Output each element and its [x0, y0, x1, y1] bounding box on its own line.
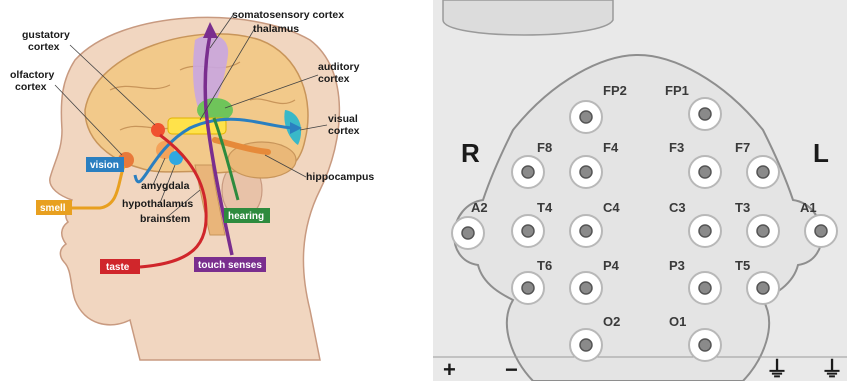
label-hypothalamus: hypothalamus: [122, 198, 193, 210]
electrode-label-t4: T4: [537, 200, 553, 215]
label-gustatory-line2: cortex: [28, 41, 60, 53]
top-notch: [443, 0, 613, 35]
electrode-label-f7: F7: [735, 140, 750, 155]
electrode-label-c4: C4: [603, 200, 620, 215]
touch-senses-tag: touch senses: [198, 260, 262, 271]
electrode-label-f3: F3: [669, 140, 684, 155]
plus-terminal: +: [443, 357, 456, 381]
label-hippocampus: hippocampus: [306, 171, 374, 183]
label-gustatory-line1: gustatory: [22, 29, 70, 41]
side-label-right: R: [461, 138, 480, 168]
brain-illustration: somatosensory cortex thalamus gustatory …: [0, 0, 420, 381]
electrode-label-o2: O2: [603, 314, 620, 329]
electrode-label-fp1: FP1: [665, 83, 689, 98]
label-brainstem: brainstem: [140, 213, 190, 225]
electrode-label-f4: F4: [603, 140, 619, 155]
label-visual-line1: visual: [328, 113, 358, 125]
label-olfactory-line1: olfactory: [10, 69, 55, 81]
smell-tag: smell: [40, 203, 66, 214]
label-auditory-line2: cortex: [318, 73, 350, 85]
ground-terminal-2: ⏚: [821, 357, 843, 381]
label-thalamus: thalamus: [253, 23, 299, 35]
vision-tag: vision: [90, 160, 119, 171]
electrode-label-t5: T5: [735, 258, 750, 273]
electrode-label-fp2: FP2: [603, 83, 627, 98]
electrode-label-f8: F8: [537, 140, 552, 155]
label-amygdala: amygdala: [141, 180, 190, 192]
electrode-label-t3: T3: [735, 200, 750, 215]
electrode-label-a2: A2: [471, 200, 488, 215]
eeg-electrode-panel: R L FP2 FP1 F8 F4 F3 F7 A2: [433, 0, 847, 381]
electrode-label-p4: P4: [603, 258, 620, 273]
label-olfactory-line2: cortex: [15, 81, 47, 93]
taste-tag: taste: [106, 262, 130, 273]
eeg-cap-svg: R L FP2 FP1 F8 F4 F3 F7 A2: [433, 0, 847, 381]
brain-sensory-diagram: somatosensory cortex thalamus gustatory …: [0, 0, 420, 381]
electrode-label-a1: A1: [800, 200, 817, 215]
minus-terminal: −: [505, 357, 518, 381]
label-somatosensory-cortex: somatosensory cortex: [232, 9, 344, 21]
electrode-label-o1: O1: [669, 314, 686, 329]
side-label-left: L: [813, 138, 829, 168]
electrode-label-c3: C3: [669, 200, 686, 215]
label-auditory-line1: auditory: [318, 61, 360, 73]
gustatory-region: [151, 123, 165, 137]
hearing-tag: hearing: [228, 211, 264, 222]
label-visual-line2: cortex: [328, 125, 360, 137]
electrode-label-p3: P3: [669, 258, 685, 273]
electrode-label-t6: T6: [537, 258, 552, 273]
ground-terminal-1: ⏚: [766, 357, 788, 381]
